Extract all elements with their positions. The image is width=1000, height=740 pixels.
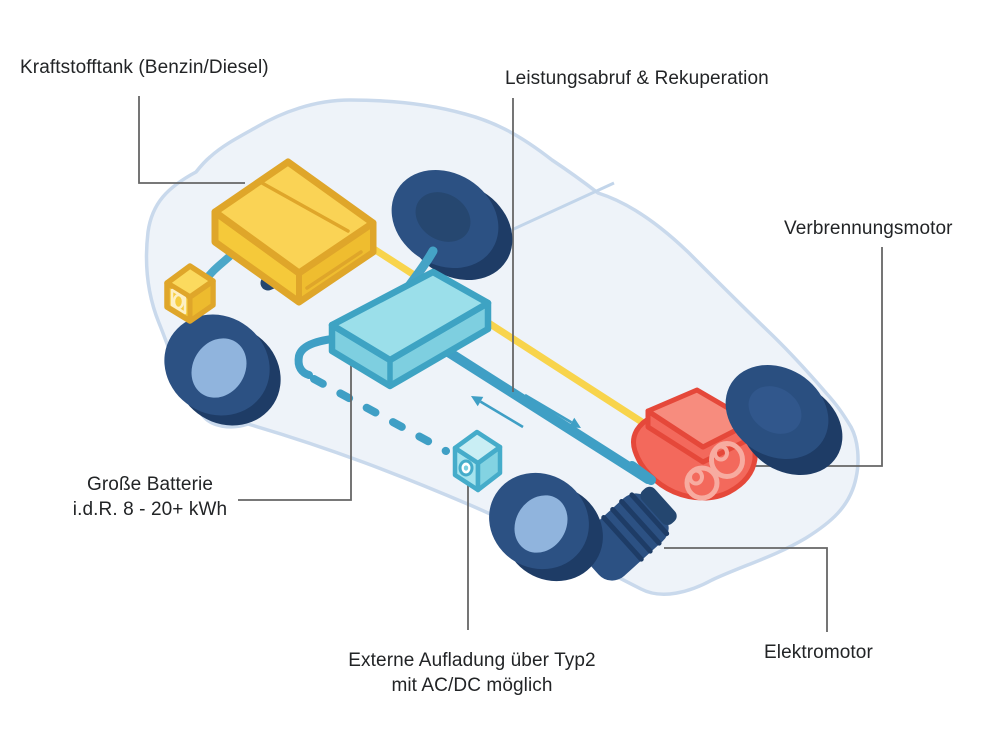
charging-label-line1: Externe Aufladung über Typ2 [348,650,596,671]
front-left-wheel [164,314,281,426]
battery [328,268,492,390]
fuel-tank-label: Kraftstofftank (Benzin/Diesel) [20,57,269,78]
electric-motor-label: Elektromotor [764,642,873,663]
power-recuperation-label: Leistungsabruf & Rekuperation [505,68,769,89]
power-line [437,343,653,484]
charge-hook [294,333,350,379]
charging-port [452,429,503,493]
charging-label-line2: mit AC/DC möglich [391,675,553,696]
combustion-engine-label: Verbrennungsmotor [784,218,953,239]
front-right-wheel [391,169,513,281]
battery-label-line2: i.d.R. 8 - 20+ kWh [72,499,228,520]
leader-fuel-tank [138,96,245,184]
engine-cylinders [684,441,745,501]
fuel-tank [211,158,377,306]
rear-left-wheel [489,472,603,582]
power-line-cap [627,461,656,485]
combustion-engine [631,387,758,501]
fuel-filler-cap [164,263,216,324]
electric-motor [579,486,677,581]
leader-electric-motor [664,547,828,632]
recuperation-arrow [471,396,524,429]
battery-label-line1: Große Batterie [86,474,213,495]
charging-label: Externe Aufladung über Typ2 mit AC/DC mö… [312,648,632,698]
rear-right-wheel [725,364,843,476]
charge-dashed-line [310,375,450,455]
tank-face-line [305,250,363,290]
power-arrow [524,393,581,428]
tank-seam [260,181,350,233]
fuel-line [359,238,649,428]
leader-battery [238,361,352,501]
battery-label: Große Batterie i.d.R. 8 - 20+ kWh [0,472,300,522]
